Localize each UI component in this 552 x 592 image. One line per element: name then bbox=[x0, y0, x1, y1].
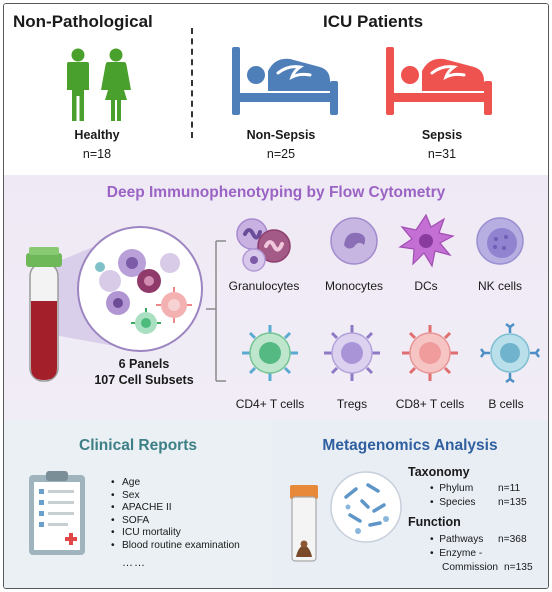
icu-title: ICU Patients bbox=[323, 12, 424, 31]
clinical-ellipsis: …… bbox=[122, 557, 146, 569]
b-cells-icon bbox=[480, 323, 540, 383]
cd4-t-cells-icon bbox=[242, 325, 298, 381]
nk-cells-icon bbox=[476, 217, 524, 265]
flow-cytometry-title: Deep Immunophenotyping by Flow Cytometry bbox=[106, 184, 446, 201]
tregs-icon bbox=[324, 325, 380, 381]
stool-sample-tube-icon bbox=[290, 485, 318, 562]
cell-label-cd4-t-cells: CD4+ T cells bbox=[235, 397, 305, 411]
taxonomy-row: • Phylum bbox=[430, 483, 474, 494]
taxonomy-title: Taxonomy bbox=[408, 465, 470, 479]
function-row: • Pathways bbox=[430, 534, 484, 545]
cd8-t-cells-icon bbox=[402, 325, 458, 381]
clinical-item: Sex bbox=[111, 490, 240, 503]
sepsis-patient-icon bbox=[386, 47, 492, 115]
non-sepsis-patient-icon bbox=[232, 47, 338, 115]
clinical-item: Age bbox=[111, 477, 240, 490]
sepsis-count: n=31 bbox=[427, 147, 457, 161]
clipboard-icon bbox=[29, 471, 85, 555]
metagenomics-panel: Metagenomics Analysis Taxonomy • Phylum … bbox=[272, 421, 548, 588]
clinical-reports-panel: Clinical Reports Age Sex APACHE II SOFA … bbox=[4, 421, 272, 588]
clinical-item: Blood routine examination bbox=[111, 540, 240, 553]
clinical-items-list: Age Sex APACHE II SOFA ICU mortality Blo… bbox=[108, 477, 240, 553]
granulocytes-icon bbox=[236, 218, 291, 272]
cell-label-tregs: Tregs bbox=[336, 397, 368, 411]
cell-label-b-cells: B cells bbox=[488, 397, 524, 411]
figure-frame: Non-Pathological Healthy n=18 ICU Patien… bbox=[3, 3, 549, 589]
function-row: • Enzyme - bbox=[430, 548, 483, 559]
panels-label: 6 Panels bbox=[118, 357, 170, 371]
dendritic-cells-icon bbox=[398, 213, 455, 268]
healthy-people-icon bbox=[67, 48, 131, 121]
function-row-continued: Commission bbox=[442, 562, 499, 573]
clinical-item: ICU mortality bbox=[111, 527, 240, 540]
healthy-count: n=18 bbox=[82, 147, 112, 161]
clinical-item: APACHE II bbox=[111, 502, 240, 515]
function-count: n=135 bbox=[504, 562, 533, 573]
cell-subsets-label: 107 Cell Subsets bbox=[94, 373, 194, 387]
healthy-label: Healthy bbox=[74, 128, 120, 142]
microbiome-icon bbox=[330, 471, 402, 543]
cell-label-monocytes: Monocytes bbox=[324, 279, 384, 293]
monocytes-icon bbox=[330, 217, 378, 265]
clinical-reports-title: Clinical Reports bbox=[79, 437, 197, 454]
non-sepsis-label: Non-Sepsis bbox=[246, 128, 316, 142]
metagenomics-title: Metagenomics Analysis bbox=[322, 437, 498, 454]
immunophenotyping-section: Deep Immunophenotyping by Flow Cytometry bbox=[4, 175, 548, 421]
taxonomy-count: n=11 bbox=[498, 483, 521, 494]
taxonomy-count: n=135 bbox=[498, 497, 527, 508]
cell-label-dcs: DCs bbox=[414, 279, 438, 293]
cell-label-cd8-t-cells: CD8+ T cells bbox=[395, 397, 465, 411]
sepsis-label: Sepsis bbox=[421, 128, 463, 142]
cell-type-bracket bbox=[206, 240, 226, 382]
clinical-item: SOFA bbox=[111, 515, 240, 528]
non-pathological-title: Non-Pathological bbox=[13, 12, 153, 31]
cell-label-granulocytes: Granulocytes bbox=[228, 279, 300, 293]
function-title: Function bbox=[408, 515, 461, 529]
cohort-divider bbox=[191, 28, 193, 138]
non-sepsis-count: n=25 bbox=[266, 147, 296, 161]
function-count: n=368 bbox=[498, 534, 527, 545]
cell-label-nk-cells: NK cells bbox=[477, 279, 522, 293]
cohort-section: Non-Pathological Healthy n=18 ICU Patien… bbox=[4, 4, 548, 175]
blood-sample-illustration bbox=[26, 226, 203, 382]
taxonomy-row: • Species bbox=[430, 497, 476, 508]
